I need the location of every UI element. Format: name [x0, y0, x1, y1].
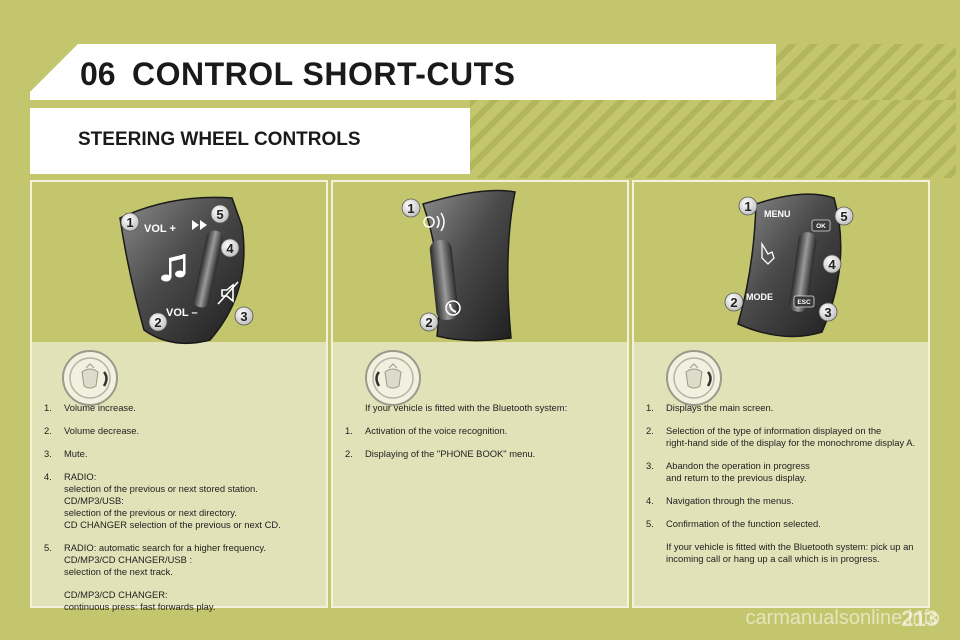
svg-text:4: 4 [828, 257, 836, 272]
chapter-number: 06 [80, 56, 116, 92]
callout-3-badge: 3 [234, 306, 254, 326]
music-note-icon [161, 254, 186, 282]
callout-3-badge: 3 [818, 302, 838, 322]
svg-text:3: 3 [824, 305, 831, 320]
list-item: 3. Abandon the operation in progress and… [646, 460, 810, 483]
mode-label: MODE [746, 292, 773, 302]
svg-text:1: 1 [126, 215, 133, 230]
list-item: 3.Mute. [44, 448, 88, 459]
title-band [30, 44, 776, 100]
panel-audio-controls: VOL + VOL – 1 5 4 3 [30, 180, 328, 612]
menu-label: MENU [764, 209, 791, 219]
svg-text:5: 5 [216, 207, 223, 222]
page-number: 213 [901, 606, 938, 631]
svg-text:4: 4 [226, 241, 234, 256]
menu-controls-list: 1.Displays the main screen. 2. Selection… [642, 402, 920, 576]
bluetooth-control-pad-illustration: 1 2 [401, 189, 516, 342]
svg-text:2: 2 [154, 315, 161, 330]
chapter-title: CONTROL SHORT-CUTS [132, 56, 516, 92]
callout-1-badge: 1 [738, 196, 758, 216]
voice-recognition-icon [423, 212, 445, 232]
list-item: 4.Navigation through the menus. [646, 495, 794, 506]
callout-1-badge: 1 [120, 212, 140, 232]
vol-plus-label: VOL + [144, 223, 176, 235]
bluetooth-controls-list: If your vehicle is fitted with the Bluet… [341, 402, 619, 471]
list-item: 2.Displaying of the "PHONE BOOK" menu. [345, 448, 536, 459]
svg-text:3: 3 [240, 309, 247, 324]
list-item: 1.Volume increase. [44, 402, 136, 413]
list-item: 4. RADIO: selection of the previous or n… [44, 471, 281, 530]
bluetooth-intro: If your vehicle is fitted with the Bluet… [365, 402, 568, 413]
steering-wheel-icon [666, 350, 722, 406]
callout-4-badge: 4 [220, 238, 240, 258]
svg-text:1: 1 [744, 199, 751, 214]
section-title: STEERING WHEEL CONTROLS [78, 129, 361, 150]
steering-wheel-icon [62, 350, 118, 406]
svg-text:1: 1 [407, 201, 414, 216]
decorative-stripes-top [776, 44, 956, 100]
list-item: 1.Displays the main screen. [646, 402, 774, 413]
fast-forward-icon [192, 220, 207, 230]
svg-text:2: 2 [425, 315, 432, 330]
callout-2-badge: 2 [724, 292, 744, 312]
menu-control-pad-illustration: MENU MODE OK ESC 1 5 4 3 [724, 193, 854, 338]
steering-wheel-icon [365, 350, 421, 406]
svg-text:ESC: ESC [797, 299, 811, 306]
svg-text:5: 5 [840, 209, 847, 224]
svg-text:OK: OK [816, 223, 826, 230]
phone-book-icon [445, 300, 461, 316]
section-band [30, 108, 470, 174]
list-item: 2. Selection of the type of information … [646, 425, 916, 448]
list-item: 2.Volume decrease. [44, 425, 140, 436]
list-item: 1.Activation of the voice recognition. [345, 425, 508, 436]
esc-button: ESC [793, 295, 815, 308]
panel-menu-controls: MENU MODE OK ESC 1 5 4 3 [632, 180, 930, 608]
vol-minus-label: VOL – [166, 307, 198, 319]
ok-button: OK [811, 219, 831, 232]
audio-control-pad-illustration: VOL + VOL – 1 5 4 3 [119, 196, 254, 345]
mute-icon [217, 281, 239, 305]
audio-controls-list: 1.Volume increase. 2.Volume decrease. 3.… [40, 402, 318, 624]
list-item: 5. RADIO: automatic search for a higher … [44, 542, 267, 612]
svg-text:2: 2 [730, 295, 737, 310]
callout-5-badge: 5 [210, 204, 230, 224]
list-item: 5. Confirmation of the function selected… [646, 518, 914, 564]
callout-1-badge: 1 [401, 198, 421, 218]
callout-4-badge: 4 [822, 254, 842, 274]
hand-pointer-icon [761, 241, 775, 265]
callout-5-badge: 5 [834, 206, 854, 226]
watermark-text: carmanualsonline.info [745, 607, 940, 629]
callout-2-badge: 2 [419, 312, 439, 332]
panel-bluetooth-controls: 1 2 If your vehicle is fitted with the B… [331, 180, 629, 608]
callout-2-badge: 2 [148, 312, 168, 332]
